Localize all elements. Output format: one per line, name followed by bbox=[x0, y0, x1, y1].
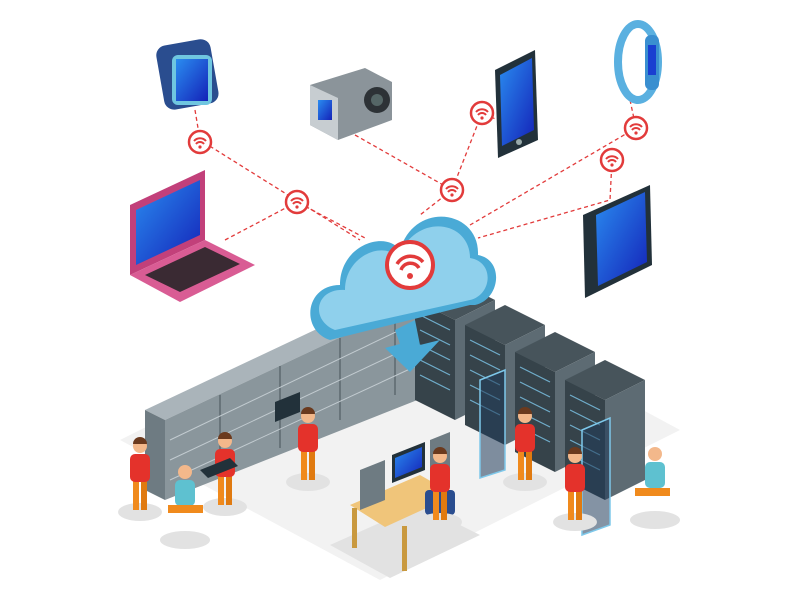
tablet-icon bbox=[583, 185, 652, 298]
open-rack-doors bbox=[479, 368, 611, 537]
technicians bbox=[118, 392, 680, 549]
fitness-band-icon bbox=[614, 20, 662, 104]
smartwatch-icon bbox=[156, 39, 219, 110]
action-camera-icon bbox=[310, 68, 392, 140]
cloud-wifi-icon bbox=[310, 216, 497, 372]
laptop-icon bbox=[130, 170, 255, 302]
network-connections bbox=[194, 99, 637, 241]
smartphone-icon bbox=[495, 50, 538, 158]
wifi-badges bbox=[187, 100, 649, 215]
